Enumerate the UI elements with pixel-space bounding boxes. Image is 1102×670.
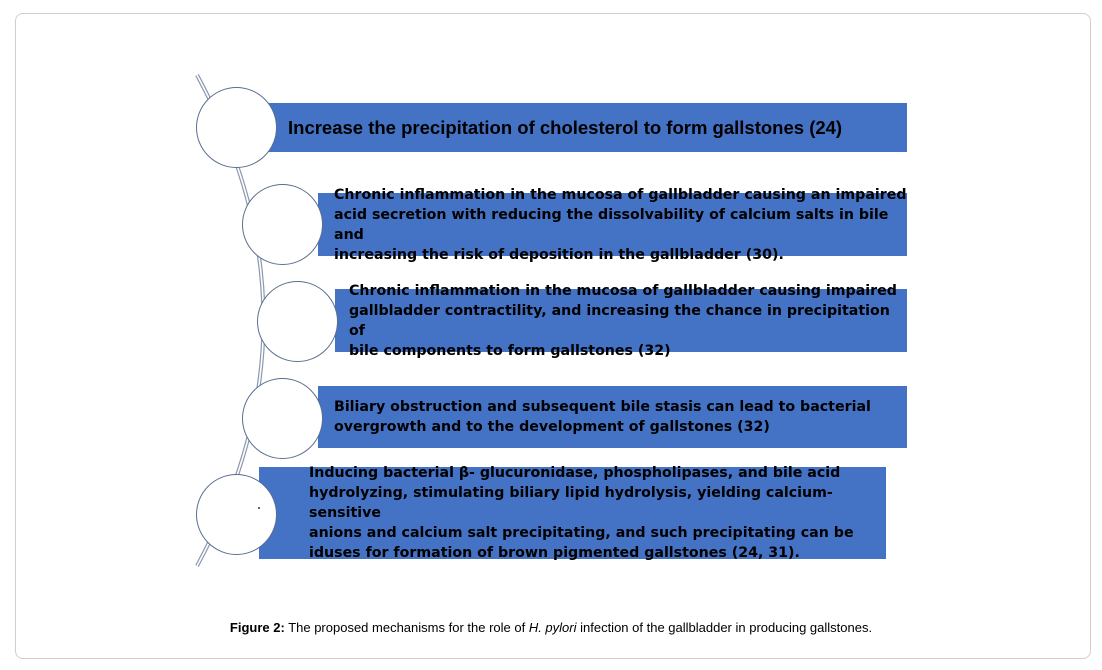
mechanism-text-1: Increase the precipitation of cholestero…: [288, 116, 843, 138]
step-circle-5: [196, 474, 277, 555]
mechanism-bar-4: Biliary obstruction and subsequent bile …: [318, 386, 907, 448]
caption-italic: H. pylori: [528, 620, 577, 635]
mechanism-text-3: Chronic inflammation in the mucosa of ga…: [349, 282, 897, 359]
figure-caption: Figure 2: The proposed mechanisms for th…: [0, 620, 1102, 635]
step-circle-1: [196, 87, 277, 168]
mechanism-bar-3: Chronic inflammation in the mucosa of ga…: [335, 283, 907, 359]
mechanism-text-2: Chronic inflammation in the mucosa of ga…: [334, 186, 907, 263]
mechanism-bar-1: Increase the precipitation of cholestero…: [268, 103, 907, 152]
stray-dot: [258, 507, 260, 509]
caption-text-after: infection of the gallbladder in producin…: [576, 620, 873, 635]
step-circle-2: [242, 184, 323, 265]
mechanism-bar-2: Chronic inflammation in the mucosa of ga…: [318, 187, 907, 263]
caption-text-before: The proposed mechanisms for the role of: [284, 620, 529, 635]
step-circle-3: [257, 281, 338, 362]
step-circle-4: [242, 378, 323, 459]
mechanism-text-4: Biliary obstruction and subsequent bile …: [334, 399, 871, 435]
caption-label: Figure 2:: [229, 620, 285, 635]
mechanism-text-5: Inducing bacterial β- glucuronidase, pho…: [309, 465, 854, 561]
mechanism-bar-5: Inducing bacterial β- glucuronidase, pho…: [259, 465, 886, 561]
